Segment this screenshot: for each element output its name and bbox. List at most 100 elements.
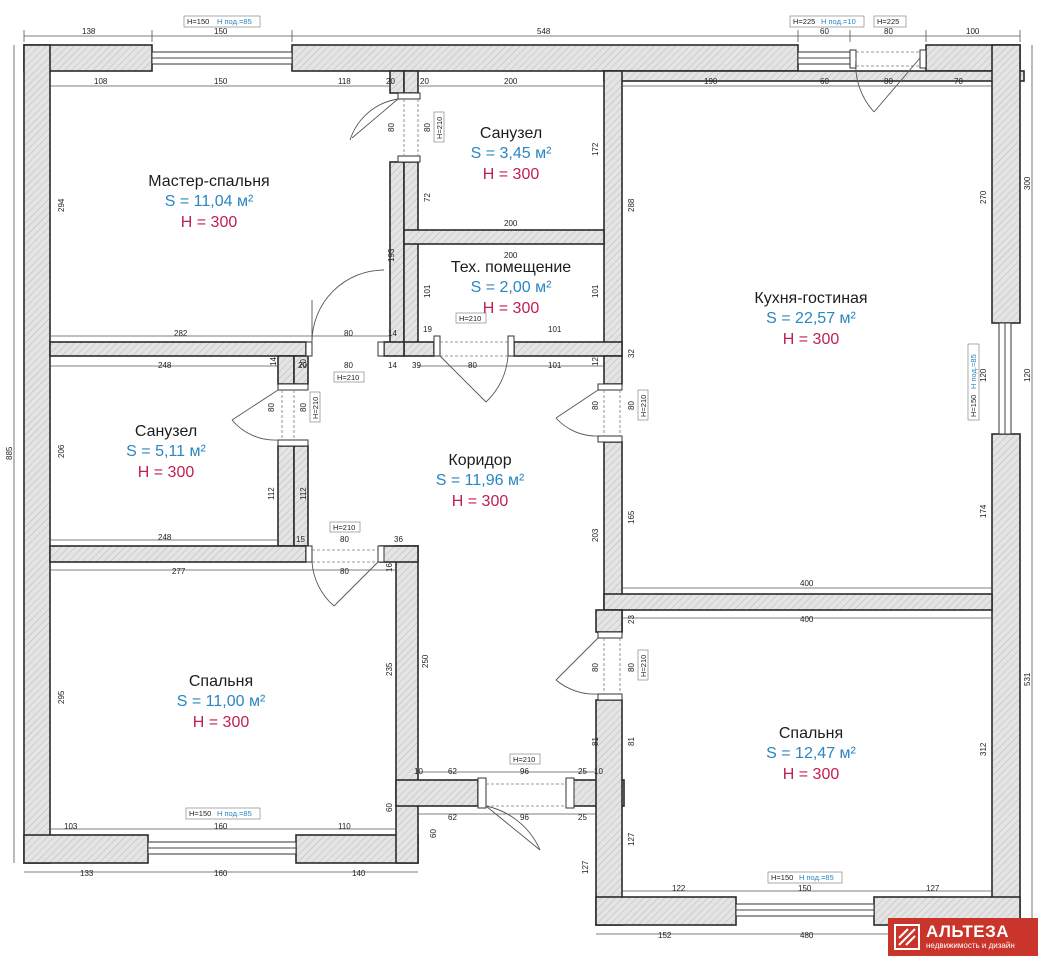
dim-label: 206 — [57, 444, 66, 458]
dim-label: 103 — [64, 822, 78, 831]
dim-label: 10 — [414, 767, 423, 776]
wall-tech-bottom-left — [403, 341, 435, 357]
windows — [147, 51, 1012, 917]
window-tag-kitchen-top-2: H=225 — [873, 15, 907, 28]
svg-text:H = 300: H = 300 — [138, 464, 195, 481]
room-label-tech: Тех. помещение S = 2,00 м² H = 300 — [451, 259, 571, 317]
dim-label: 60 — [820, 77, 829, 86]
wall-bath1-right — [603, 70, 623, 357]
wall-kitchen-bottom — [603, 593, 993, 611]
svg-text:S = 11,00 м²: S = 11,00 м² — [177, 693, 266, 710]
room-label-master: Мастер-спальня S = 11,04 м² H = 300 — [148, 173, 269, 231]
window-master — [151, 51, 293, 65]
svg-text:Коридор: Коридор — [448, 452, 511, 469]
svg-text:H под.=85: H под.=85 — [969, 354, 978, 389]
door-kitchen — [555, 383, 623, 443]
window-tag-bed2: H=150 H под.=85 — [767, 871, 843, 884]
window-bed2 — [735, 903, 875, 917]
window-tag-master: H=150 H под.=85 — [183, 15, 261, 28]
svg-text:S = 2,00 м²: S = 2,00 м² — [471, 279, 552, 296]
dim-label: 20 — [299, 359, 308, 368]
wall-bed1-right — [395, 545, 419, 864]
dim-label: 885 — [5, 446, 14, 460]
svg-text:H=210: H=210 — [435, 117, 444, 139]
altesa-logo: АЛЬТЕЗА недвижимость и дизайн — [888, 918, 1038, 956]
svg-text:Тех. помещение: Тех. помещение — [451, 259, 571, 276]
dim-label: 80 — [884, 27, 893, 36]
dim-label: 295 — [57, 690, 66, 704]
door-tag-bath2: H=210 — [309, 391, 321, 423]
dim-label: 20 — [386, 77, 395, 86]
dim-label: 60 — [429, 829, 438, 838]
svg-text:H = 300: H = 300 — [452, 493, 509, 510]
wall-bath2-right-upper — [277, 355, 295, 385]
dim-label: 288 — [627, 198, 636, 212]
svg-text:H=225: H=225 — [793, 17, 815, 26]
svg-text:H = 300: H = 300 — [783, 331, 840, 348]
dim-label: 60 — [820, 27, 829, 36]
svg-text:H=210: H=210 — [459, 314, 481, 323]
dim-label: 101 — [548, 325, 562, 334]
wall-tech-bottom-right — [513, 341, 623, 357]
dim-label: 20 — [420, 77, 429, 86]
dim-label: 174 — [979, 504, 988, 518]
dim-label: 25 — [578, 813, 587, 822]
dim-label: 14 — [388, 329, 397, 338]
dim-label: 80 — [299, 403, 308, 412]
wall-bottom-right-a — [595, 896, 737, 926]
svg-text:H = 300: H = 300 — [181, 214, 238, 231]
dim-label: 531 — [1023, 672, 1032, 686]
dim-label: 120 — [979, 368, 988, 382]
dim-label: 200 — [504, 219, 518, 228]
dim-label: 60 — [385, 803, 394, 812]
window-tags: H=150 H под.=85 H=225 H под.=10 H=225 H=… — [183, 15, 980, 884]
dim-label: 112 — [267, 487, 276, 500]
svg-text:H под.=85: H под.=85 — [217, 17, 252, 26]
dim-label: 62 — [448, 767, 457, 776]
dim-label: 80 — [340, 567, 349, 576]
dim-label: 190 — [704, 77, 718, 86]
dim-label: 127 — [926, 884, 940, 893]
svg-text:H=225: H=225 — [877, 17, 899, 26]
svg-text:H=150: H=150 — [189, 809, 211, 818]
dim-label: 12 — [591, 357, 600, 366]
svg-text:S = 11,96 м²: S = 11,96 м² — [436, 472, 525, 489]
dim-label: 80 — [344, 361, 353, 370]
dim-label: 72 — [423, 193, 432, 202]
dim-label: 270 — [979, 190, 988, 204]
svg-text:S = 12,47 м²: S = 12,47 м² — [766, 745, 856, 762]
dim-label: 300 — [1023, 176, 1032, 190]
wall-bath1-left — [403, 70, 419, 94]
door-tech — [433, 335, 515, 403]
dim-label: 112 — [299, 487, 308, 500]
dim-label: 480 — [800, 931, 814, 940]
room-label-kitchen: Кухня-гостиная S = 22,57 м² H = 300 — [754, 290, 867, 348]
wall-bottom-left-a — [23, 834, 149, 864]
dim-label: 312 — [979, 742, 988, 756]
dim-label: 127 — [581, 860, 590, 874]
svg-text:H = 300: H = 300 — [193, 714, 250, 731]
room-label-corridor: Коридор S = 11,96 м² H = 300 — [436, 452, 525, 510]
dim-label: 19 — [423, 325, 432, 334]
dim-label: 108 — [94, 77, 108, 86]
dim-label: 118 — [338, 77, 351, 86]
svg-text:H=210: H=210 — [337, 373, 359, 382]
room-label-bath1: Санузел S = 3,45 м² H = 300 — [471, 125, 552, 183]
dim-label: 80 — [344, 329, 353, 338]
window-kitchen-right — [998, 322, 1012, 435]
dim-label: 80 — [468, 361, 477, 370]
dim-label: 80 — [387, 123, 396, 132]
door-tag-master: H=210 — [333, 371, 365, 383]
dim-label: 32 — [627, 349, 636, 358]
dim-label: 248 — [158, 361, 172, 370]
wall-right-lower — [991, 433, 1021, 926]
dim-label: 81 — [627, 737, 636, 746]
logo-brand: АЛЬТЕЗА — [926, 922, 1010, 941]
door-master — [305, 269, 385, 357]
dim-label: 165 — [627, 510, 636, 524]
dim-label: 200 — [504, 251, 518, 260]
wall-bath2-bottom — [49, 545, 307, 563]
dim-label: 160 — [214, 869, 228, 878]
logo-tagline: недвижимость и дизайн — [926, 941, 1015, 950]
